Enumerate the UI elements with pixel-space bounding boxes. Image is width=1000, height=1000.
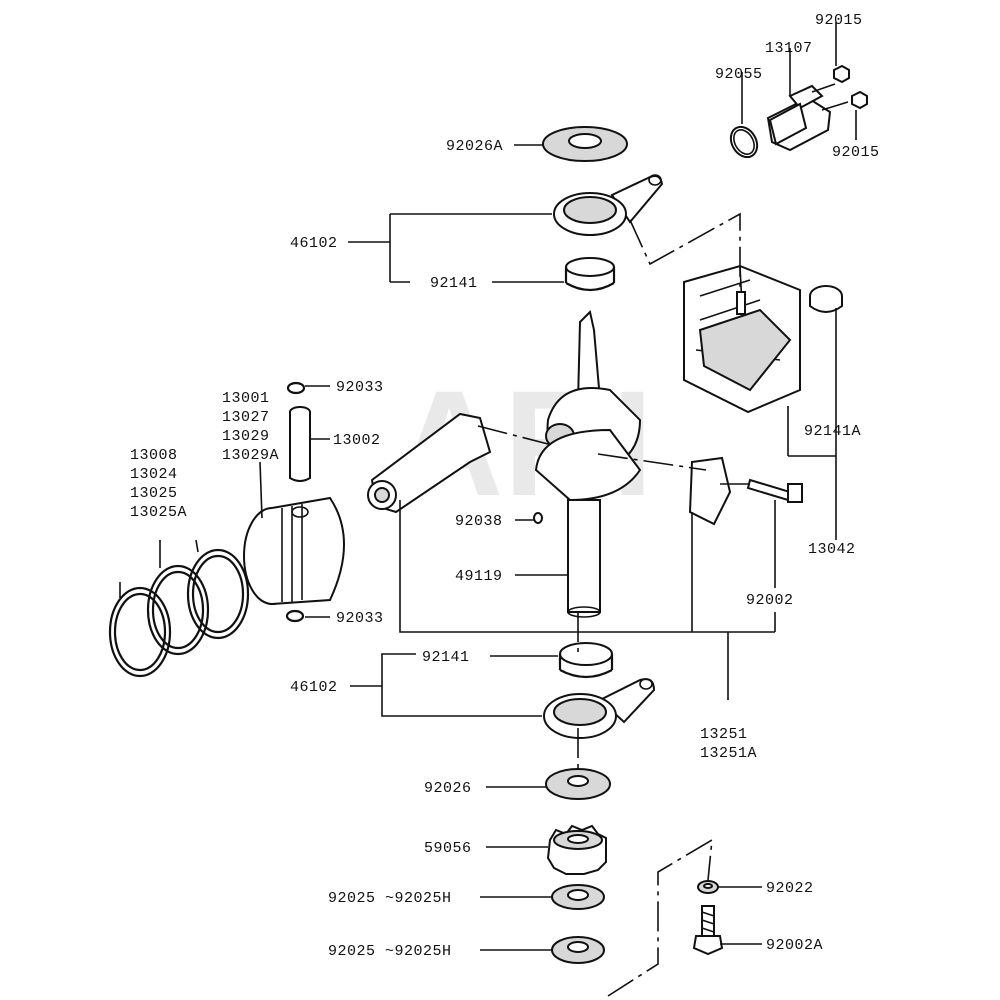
label-92015-bottom: 92015 xyxy=(832,144,880,161)
label-92055: 92055 xyxy=(715,66,763,83)
label-59056: 59056 xyxy=(424,840,472,857)
label-13107: 13107 xyxy=(765,40,813,57)
label-13008: 13008 xyxy=(130,447,178,464)
part-92141A-bushing xyxy=(809,285,843,313)
label-92141-bottom: 92141 xyxy=(422,649,470,666)
label-46102-top: 46102 xyxy=(290,235,338,252)
label-13025A: 13025A xyxy=(130,504,187,521)
label-92015-top: 92015 xyxy=(815,12,863,29)
part-92002-cap-bolt xyxy=(746,478,803,503)
label-92025-a: 92025 ~92025H xyxy=(328,890,452,907)
part-59056-gear xyxy=(546,824,607,875)
part-92025-washer-b xyxy=(551,936,605,964)
part-13002-piston-pin xyxy=(289,406,311,482)
label-92022: 92022 xyxy=(766,880,814,897)
label-92026A: 92026A xyxy=(446,138,503,155)
label-92002A: 92002A xyxy=(766,937,823,954)
part-13042-bracket xyxy=(683,264,801,414)
part-92055-o-ring xyxy=(729,125,759,159)
part-92141-upper-bushing xyxy=(564,257,616,292)
part-13001-piston xyxy=(243,496,345,605)
part-92141-lower-bushing xyxy=(558,642,614,679)
label-13001: 13001 xyxy=(222,390,270,407)
part-49119-crankshaft xyxy=(534,310,642,618)
part-92022-washer xyxy=(697,880,719,894)
label-92002: 92002 xyxy=(746,592,794,609)
part-92026-washer xyxy=(545,768,611,800)
part-92033-clip-bottom xyxy=(285,609,305,623)
label-13029: 13029 xyxy=(222,428,270,445)
label-13024: 13024 xyxy=(130,466,178,483)
label-13002: 13002 xyxy=(333,432,381,449)
label-13025: 13025 xyxy=(130,485,178,502)
part-13107-housing xyxy=(766,83,849,152)
part-labels: 92015 13107 92055 92015 92026A 46102 921… xyxy=(130,12,880,960)
part-46102-upper-bearing xyxy=(553,174,664,236)
part-92025-washer-a xyxy=(551,884,605,910)
part-92015-nut-bottom xyxy=(851,90,868,110)
part-92038-pin xyxy=(533,512,543,524)
part-92015-nut-top xyxy=(833,64,850,84)
label-92038: 92038 xyxy=(455,513,503,530)
label-13027: 13027 xyxy=(222,409,270,426)
label-92141A: 92141A xyxy=(804,423,861,440)
label-92033-top: 92033 xyxy=(336,379,384,396)
label-92141-top: 92141 xyxy=(430,275,478,292)
part-46102-lower-bearing xyxy=(543,678,656,739)
part-13251-conn-rod xyxy=(367,412,732,526)
alignment-lines xyxy=(477,212,752,997)
label-92033-bottom: 92033 xyxy=(336,610,384,627)
label-92025-b: 92025 ~92025H xyxy=(328,943,452,960)
label-46102-bottom: 46102 xyxy=(290,679,338,696)
label-92026: 92026 xyxy=(424,780,472,797)
label-13251: 13251 xyxy=(700,726,748,743)
part-piston-rings xyxy=(108,548,250,678)
part-92002A-bolt xyxy=(692,905,724,956)
label-13042: 13042 xyxy=(808,541,856,558)
leader-lines xyxy=(119,22,857,951)
label-13029A: 13029A xyxy=(222,447,279,464)
part-92033-clip-top xyxy=(286,381,306,395)
label-13251A: 13251A xyxy=(700,745,757,762)
label-49119: 49119 xyxy=(455,568,503,585)
part-92026A-washer xyxy=(542,126,628,162)
